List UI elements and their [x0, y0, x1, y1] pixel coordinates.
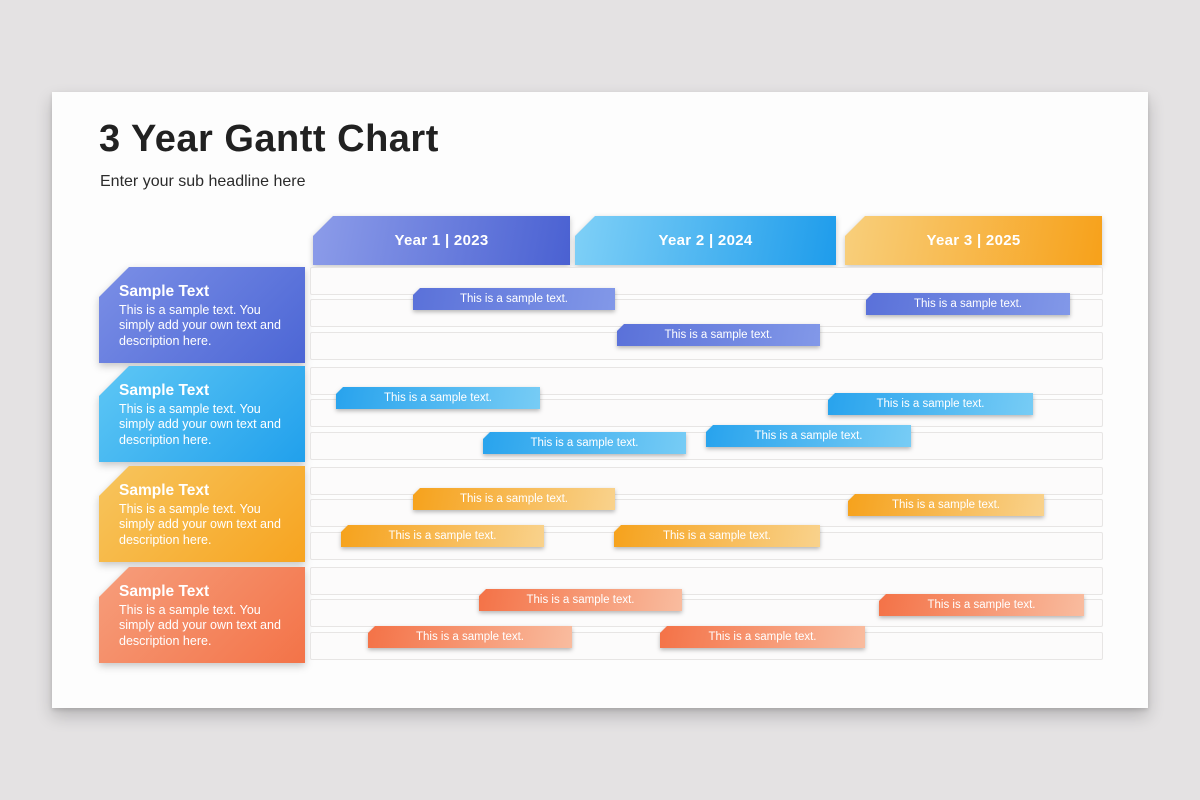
row-label-3: Sample Text This is a sample text. You s… — [99, 466, 305, 562]
gantt-bar-label: This is a sample text. — [336, 387, 540, 409]
row-title: Sample Text — [119, 382, 210, 399]
year-header-2024: Year 2 | 2024 — [575, 216, 836, 265]
gantt-bar: This is a sample text. — [413, 288, 615, 310]
gantt-bar: This is a sample text. — [483, 432, 686, 454]
row-title: Sample Text — [119, 283, 210, 300]
gantt-bar-label: This is a sample text. — [413, 488, 615, 510]
slide: 3 Year Gantt Chart Enter your sub headli… — [52, 92, 1148, 708]
gantt-bar-label: This is a sample text. — [614, 525, 820, 547]
gantt-bar: This is a sample text. — [879, 594, 1084, 616]
gantt-bar-label: This is a sample text. — [706, 425, 911, 447]
gantt-bar: This is a sample text. — [866, 293, 1070, 315]
gantt-bar-label: This is a sample text. — [660, 626, 865, 648]
row-description: This is a sample text. You simply add yo… — [119, 303, 281, 348]
row-description: This is a sample text. You simply add yo… — [119, 402, 281, 447]
gantt-bar: This is a sample text. — [368, 626, 572, 648]
row-title: Sample Text — [119, 482, 210, 499]
lane — [310, 567, 1103, 595]
year-header-label: Year 3 | 2025 — [845, 216, 1102, 265]
gantt-bar-label: This is a sample text. — [617, 324, 820, 346]
row-description: This is a sample text. You simply add yo… — [119, 502, 281, 547]
row-label-2: Sample Text This is a sample text. You s… — [99, 366, 305, 462]
gantt-bar-label: This is a sample text. — [413, 288, 615, 310]
row-title: Sample Text — [119, 583, 210, 600]
gantt-bar: This is a sample text. — [336, 387, 540, 409]
gantt-bar: This is a sample text. — [848, 494, 1044, 516]
gantt-bar: This is a sample text. — [341, 525, 544, 547]
gantt-bar: This is a sample text. — [706, 425, 911, 447]
page-title: 3 Year Gantt Chart — [99, 118, 439, 160]
gantt-bar: This is a sample text. — [614, 525, 820, 547]
year-header-label: Year 2 | 2024 — [575, 216, 836, 265]
gantt-bar-label: This is a sample text. — [879, 594, 1084, 616]
gantt-bar-label: This is a sample text. — [341, 525, 544, 547]
gantt-bar: This is a sample text. — [660, 626, 865, 648]
gantt-bar-label: This is a sample text. — [479, 589, 682, 611]
gantt-bar-label: This is a sample text. — [848, 494, 1044, 516]
row-label-1: Sample Text This is a sample text. You s… — [99, 267, 305, 363]
gantt-bar: This is a sample text. — [617, 324, 820, 346]
year-header-label: Year 1 | 2023 — [313, 216, 570, 265]
gantt-bar: This is a sample text. — [413, 488, 615, 510]
gantt-bar-label: This is a sample text. — [368, 626, 572, 648]
page-subtitle: Enter your sub headline here — [100, 173, 306, 190]
gantt-bar: This is a sample text. — [828, 393, 1033, 415]
gantt-bar: This is a sample text. — [479, 589, 682, 611]
gantt-bar-label: This is a sample text. — [828, 393, 1033, 415]
year-header-2025: Year 3 | 2025 — [845, 216, 1102, 265]
row-label-4: Sample Text This is a sample text. You s… — [99, 567, 305, 663]
year-header-2023: Year 1 | 2023 — [313, 216, 570, 265]
gantt-bar-label: This is a sample text. — [866, 293, 1070, 315]
row-description: This is a sample text. You simply add yo… — [119, 603, 281, 648]
gantt-bar-label: This is a sample text. — [483, 432, 686, 454]
